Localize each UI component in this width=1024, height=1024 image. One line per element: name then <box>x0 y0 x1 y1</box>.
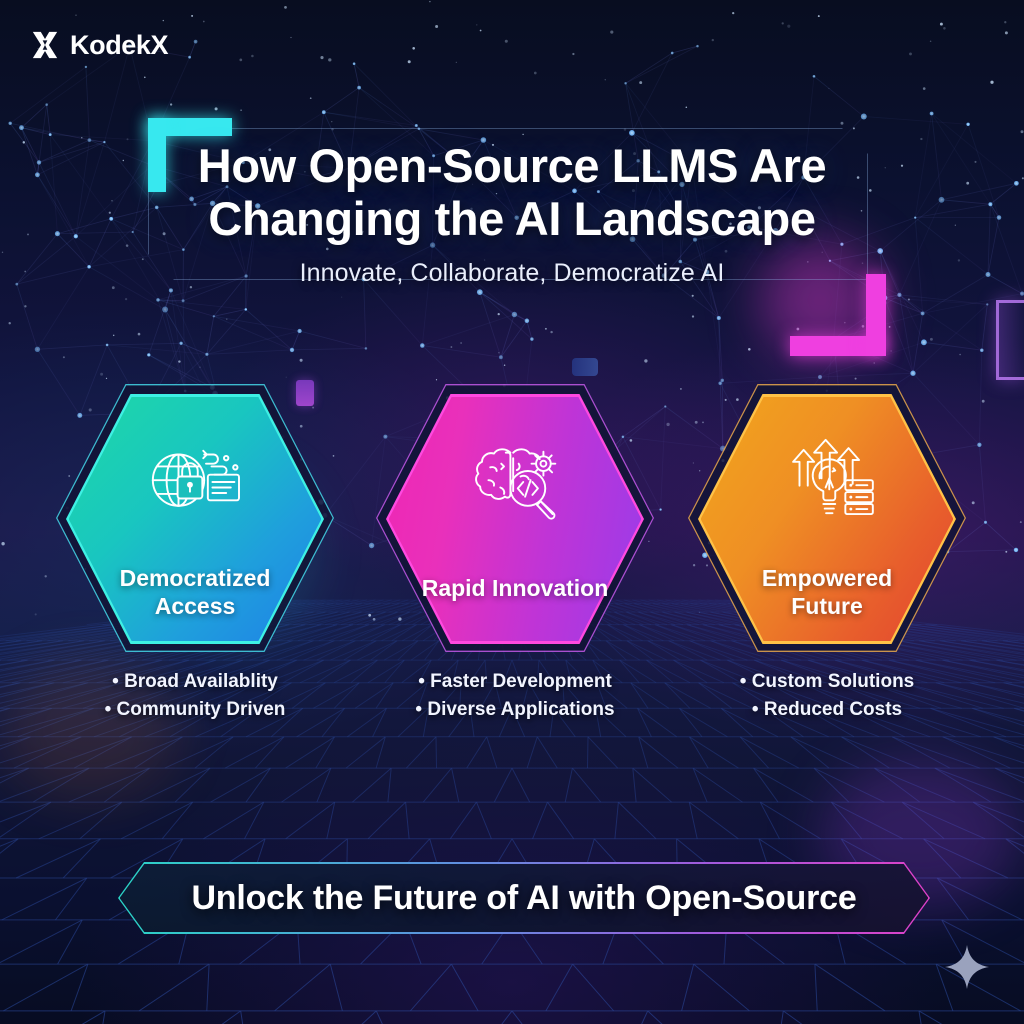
decor-chip-magenta <box>296 380 314 406</box>
list-item: • Broad Availablity <box>112 671 278 692</box>
headline-line-2: Changing the AI Landscape <box>208 191 816 245</box>
card-bullet-list: • Broad Availablity • Community Driven <box>50 668 340 723</box>
cta-banner[interactable]: Unlock the Future of AI with Open-Source <box>118 862 930 934</box>
hero-section: How Open-Source LLMS Are Changing the AI… <box>0 118 1024 356</box>
list-item: • Community Driven <box>104 698 286 720</box>
card-title-line-2: Access <box>154 593 236 620</box>
card-title: Rapid Innovation <box>370 574 660 602</box>
headline-line-1: How Open-Source LLMS Are <box>197 139 827 192</box>
bullet-text: Diverse Applications <box>427 698 615 720</box>
list-item: • Custom Solutions <box>739 671 915 692</box>
card-title: Democratized Access <box>50 564 340 620</box>
bullet-text: Faster Development <box>430 671 612 692</box>
card-title-line-2: Future <box>791 593 863 620</box>
bullet-text: Broad Availablity <box>124 671 278 692</box>
globe-lock-document-icon <box>50 436 340 528</box>
card-title-line-1: Empowered <box>761 565 893 591</box>
cta-text: Unlock the Future of AI with Open-Source <box>191 878 857 917</box>
brand-logo[interactable]: KodekX <box>30 29 169 60</box>
feature-card-rapid-innovation[interactable]: Rapid Innovation • Faster Development • … <box>370 384 660 720</box>
card-bullet-list: • Custom Solutions • Reduced Costs <box>682 668 972 723</box>
arrows-bulb-server-icon <box>682 436 972 528</box>
page-subtitle: Innovate, Collaborate, Democratize AI <box>299 259 725 288</box>
decor-chip-blue <box>572 358 598 376</box>
feature-card-empowered-future[interactable]: Empowered Future • Custom Solutions • Re… <box>682 384 972 720</box>
cta-banner-frame <box>118 862 930 934</box>
list-item: • Faster Development <box>418 671 612 692</box>
card-bullet-list: • Faster Development • Diverse Applicati… <box>370 668 660 723</box>
card-title: Empowered Future <box>682 564 972 620</box>
decor-edge-rectangle <box>996 300 1024 380</box>
bullet-text: Reduced Costs <box>763 698 903 720</box>
brand-wordmark: KodekX <box>70 29 169 60</box>
feature-card-democratized-access[interactable]: Democratized Access • Broad Availablity … <box>50 384 340 720</box>
feature-card-row: Democratized Access • Broad Availablity … <box>0 384 1024 728</box>
bullet-text: Custom Solutions <box>751 671 915 692</box>
brain-gear-code-search-icon <box>370 436 660 528</box>
page-title: How Open-Source LLMS Are Changing the AI… <box>0 118 1024 245</box>
card-title-line-1: Rapid Innovation <box>421 575 609 601</box>
four-point-star-icon <box>945 945 989 989</box>
list-item: • Diverse Applications <box>415 698 615 720</box>
card-title-line-1: Democratized <box>119 565 271 591</box>
list-item: • Reduced Costs <box>751 698 903 720</box>
bullet-text: Community Driven <box>116 698 286 720</box>
x-mark-icon <box>32 31 58 59</box>
